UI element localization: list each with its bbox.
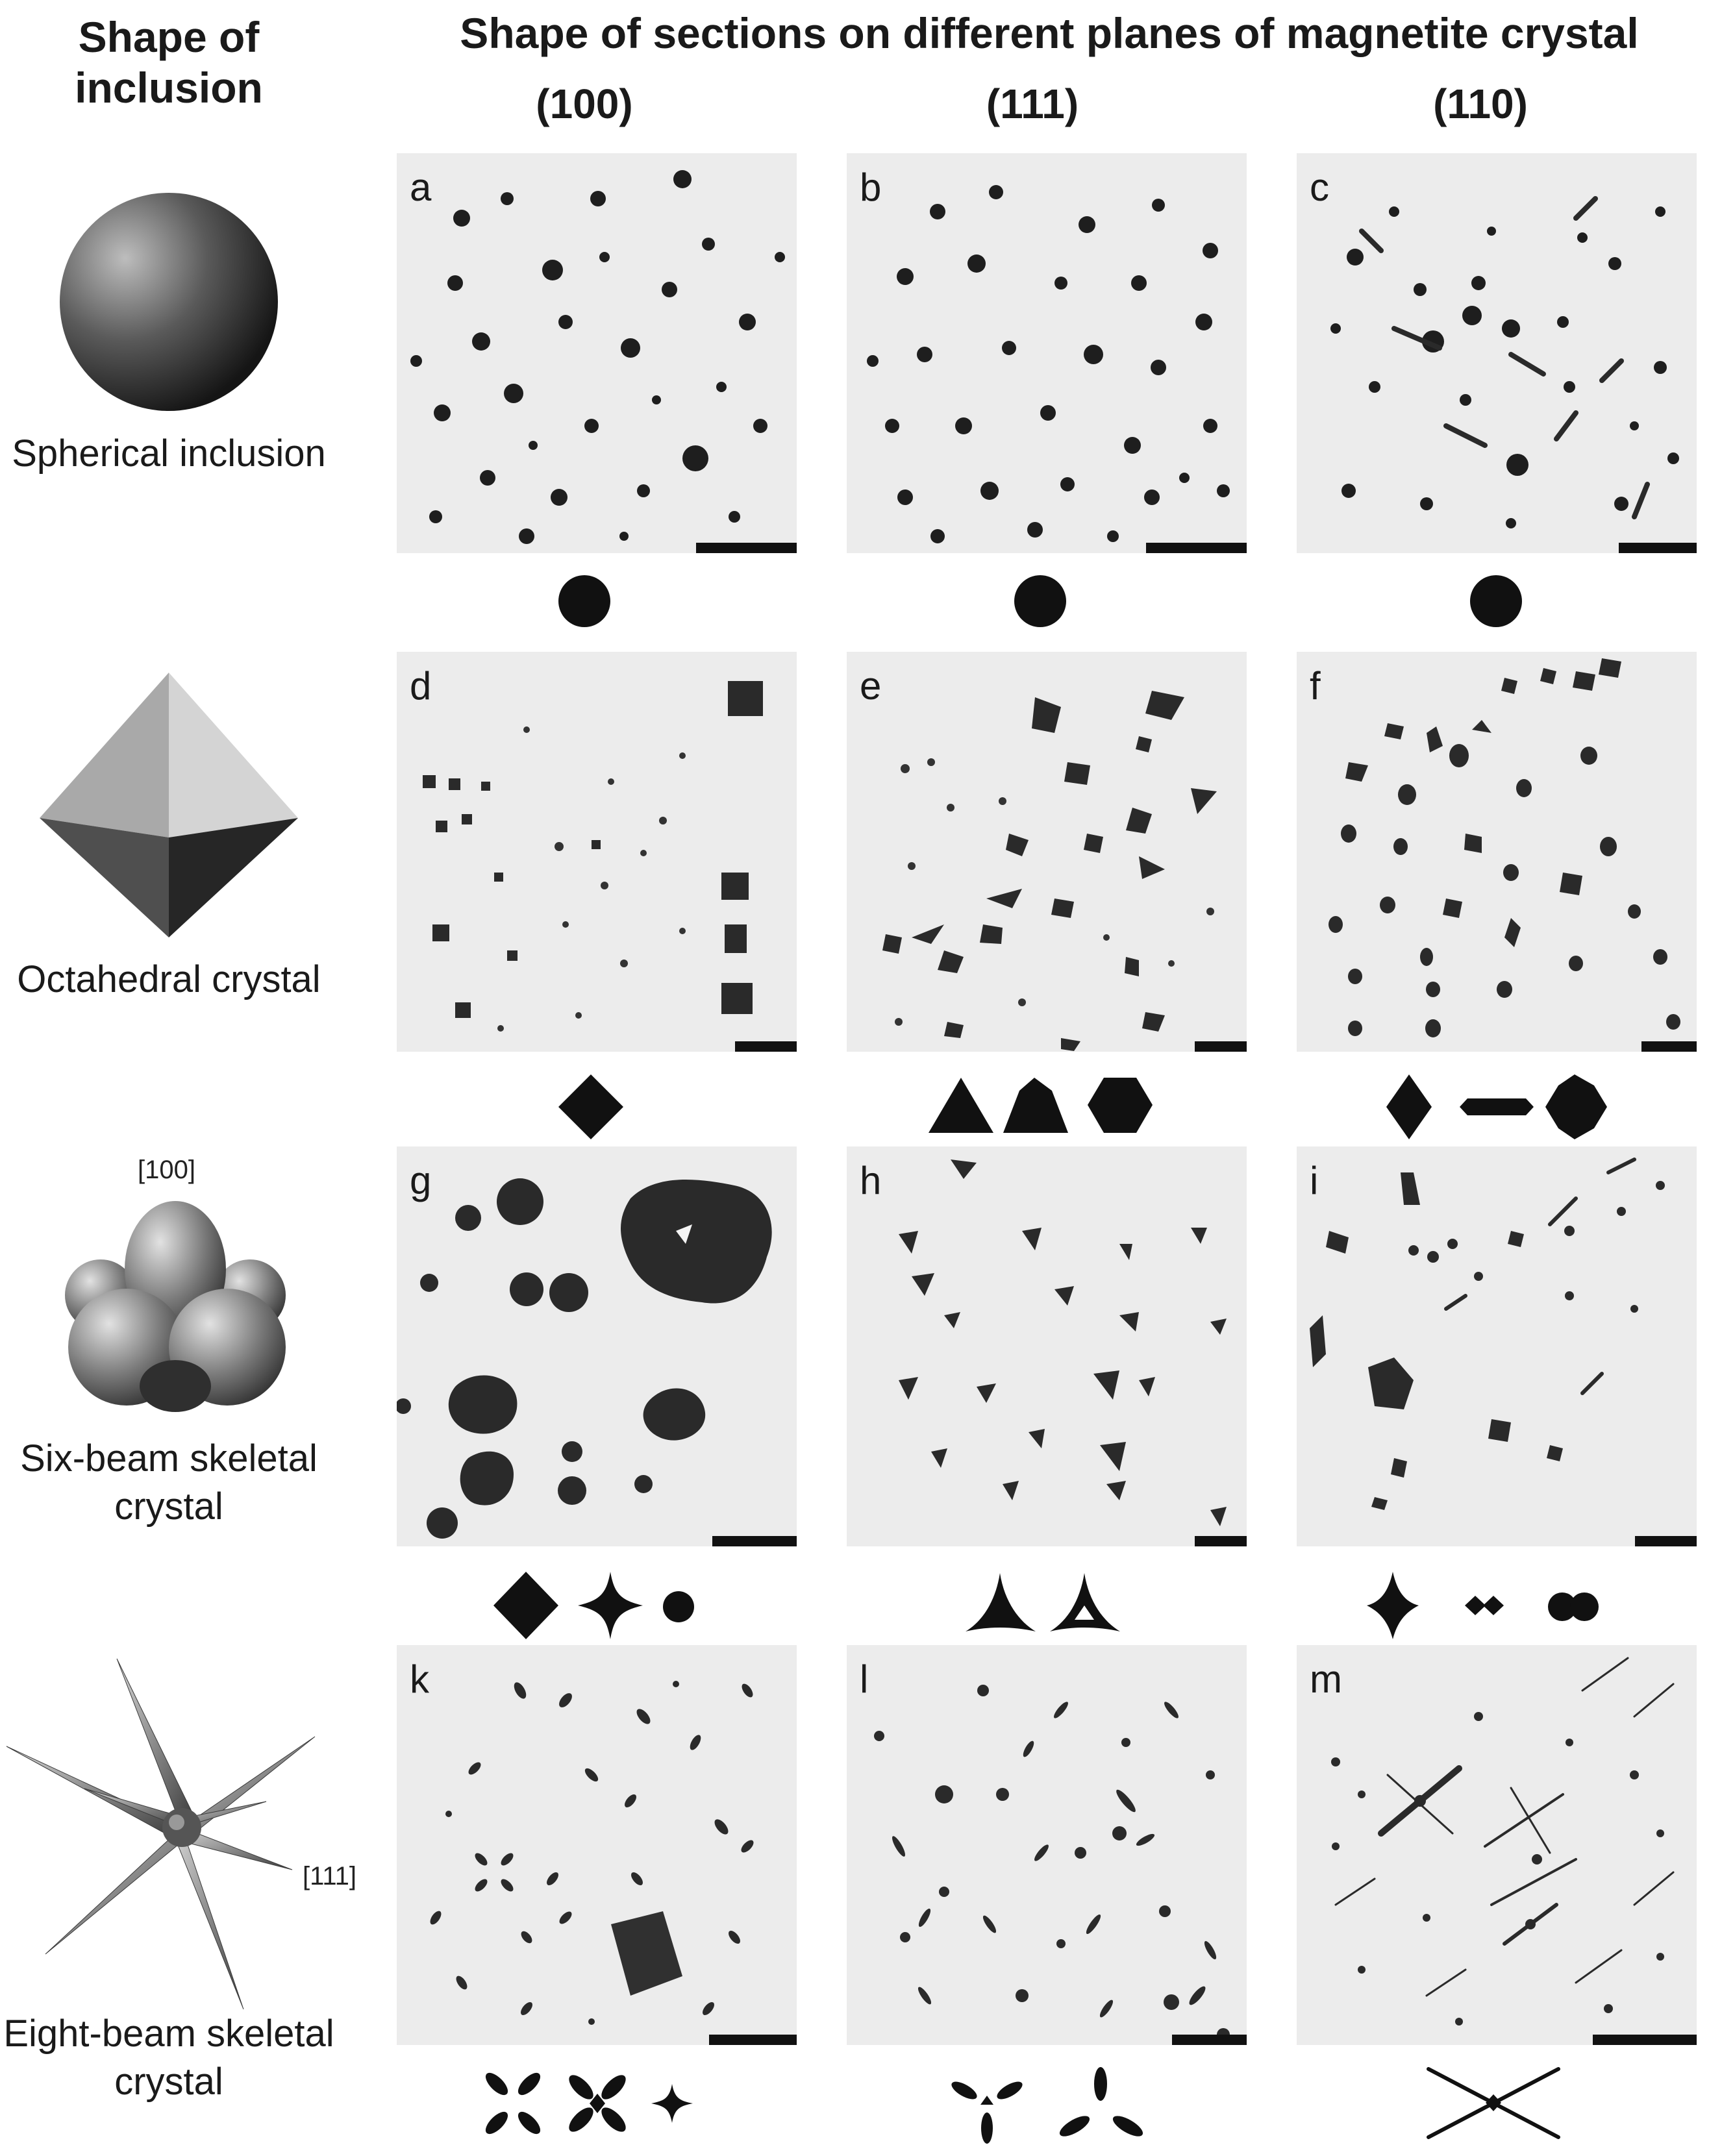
micrograph-panel-a: a [397, 153, 797, 553]
panel-label-a: a [410, 166, 432, 209]
scale-bar [1195, 1041, 1247, 1052]
six-beam-skeletal-model-image [62, 1191, 289, 1422]
scale-bar [712, 1536, 797, 1546]
panel-label-m: m [1310, 1657, 1342, 1701]
plane-label-111: (111) [986, 81, 1079, 127]
scale-bar [1635, 1536, 1697, 1546]
section-shape-rhombus-100 [555, 1071, 627, 1146]
section-shape-circle-110 [1464, 569, 1528, 637]
micrograph-panel-b: b [847, 153, 1247, 553]
row-label-octahedral: Octahedral crystal [17, 958, 321, 1000]
sphere-model-image [55, 188, 282, 419]
micrograph-panel-l: l [847, 1645, 1247, 2045]
scale-bar [709, 2035, 797, 2045]
micrograph-panel-h: h [847, 1146, 1247, 1546]
section-shapes-rhombus-star-dot-100 [487, 1567, 708, 1648]
section-shape-cross-110 [1422, 2059, 1565, 2147]
direction-label-111: [111] [303, 1862, 357, 1890]
section-shapes-trigon-111 [964, 1567, 1133, 1648]
panel-label-l: l [860, 1657, 869, 1701]
plane-label-110: (110) [1433, 81, 1528, 127]
panel-label-k: k [410, 1657, 429, 1701]
panel-label-g: g [410, 1159, 432, 1202]
micrograph-panel-k: k [397, 1645, 797, 2045]
panel-label-d: d [410, 664, 432, 708]
scale-bar [1146, 543, 1247, 553]
micrograph-panel-e: e [847, 652, 1247, 1052]
scale-bar [1641, 1041, 1697, 1052]
row-label-eight-beam: Eight-beam skeletal crystal [3, 2013, 334, 2103]
section-shapes-three-lobe-111 [945, 2064, 1153, 2149]
micrograph-panel-d: d [397, 652, 797, 1052]
micrograph-panel-i: i [1297, 1146, 1697, 1546]
panel-label-e: e [860, 664, 882, 708]
row-label-six-beam: Six-beam skeletal crystal [20, 1437, 318, 1528]
scale-bar [1619, 543, 1697, 553]
panel-label-b: b [860, 166, 882, 209]
section-shape-circle-111 [1008, 569, 1073, 637]
row-label-spherical: Spherical inclusion [12, 432, 326, 475]
panel-label-c: c [1310, 166, 1329, 209]
scale-bar [735, 1041, 797, 1052]
plane-label-100: (100) [536, 81, 633, 127]
section-shapes-triangle-hexagon-111 [925, 1071, 1166, 1146]
section-shape-circle-100 [552, 569, 617, 637]
section-shapes-rhombus-hexagon-110 [1383, 1071, 1617, 1146]
panel-label-f: f [1310, 664, 1321, 708]
figure-main-title: Shape of sections on different planes of… [460, 9, 1639, 57]
panel-label-i: i [1310, 1159, 1319, 1202]
micrograph-panel-f: f [1297, 652, 1697, 1052]
micrograph-panel-g: g [397, 1146, 797, 1546]
shape-of-inclusion-header: Shape of inclusion [75, 13, 263, 112]
scale-bar [1593, 2035, 1697, 2045]
scale-bar [696, 543, 797, 553]
section-shapes-rhombus-dots-110 [1364, 1567, 1623, 1648]
micrograph-panel-c: c [1297, 153, 1697, 553]
panel-label-h: h [860, 1159, 882, 1202]
eight-beam-skeletal-model-image [6, 1652, 331, 2019]
scale-bar [1195, 1536, 1247, 1546]
scale-bar [1172, 2035, 1247, 2045]
micrograph-panel-m: m [1297, 1645, 1697, 2045]
section-shapes-four-leaf-star-100 [477, 2064, 705, 2146]
octahedron-model-image [36, 669, 302, 945]
direction-label-100: [100] [138, 1156, 195, 1184]
